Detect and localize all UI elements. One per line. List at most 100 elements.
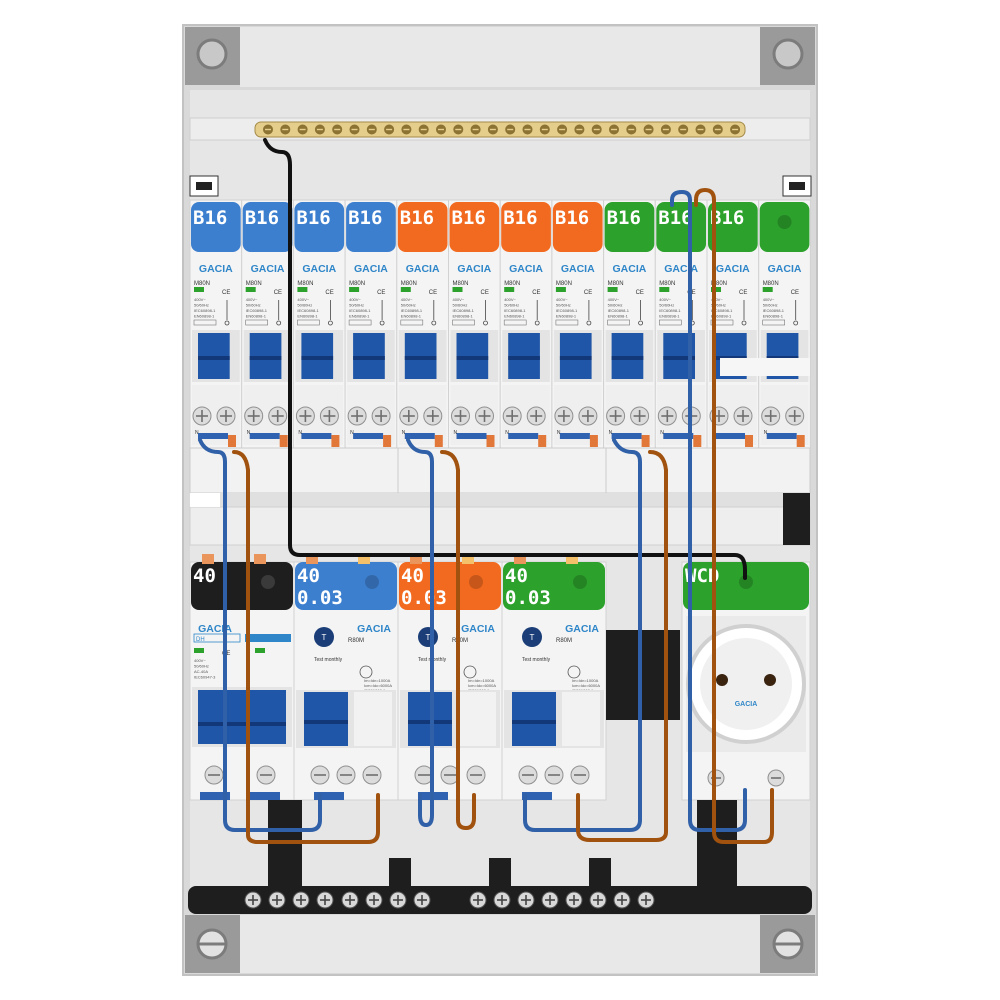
- blue-wire: [523, 438, 642, 832]
- terminal-bar-screw: [589, 891, 607, 909]
- terminal-bar-screw: [292, 891, 310, 909]
- mcb-breaker: GACIAM80NCE400V~50/60HzIEC60898-1EN60898…: [758, 199, 811, 449]
- earth-bar-screw: [314, 124, 325, 135]
- blue-wire: [406, 438, 434, 827]
- mcb-cap: [346, 202, 396, 252]
- mcb-spec-line: EN60898-1: [297, 314, 318, 319]
- mcb-spec-line: 50/60Hz: [401, 303, 416, 308]
- earth-bar-screw: [280, 124, 291, 135]
- earth-bar-screw: [643, 124, 654, 135]
- socket-pin-hole: [764, 674, 776, 686]
- terminal-bar-screw: [565, 891, 583, 909]
- mcb-spec-line: 400V~: [453, 297, 465, 302]
- rcd-cap: [503, 562, 605, 610]
- mcb-model: M80N: [711, 281, 727, 287]
- mcb-spec-line: 400V~: [711, 297, 723, 302]
- rcd-sensitivity: 0.03: [505, 587, 551, 609]
- earth-bar-screw: [712, 124, 723, 135]
- earth-bar-screw: [297, 124, 308, 135]
- rcd-spec-line: Im=Idn=1000A: [364, 678, 391, 683]
- earth-bar-screw: [332, 124, 343, 135]
- rcd-test-button[interactable]: [522, 627, 542, 647]
- brown-wire: [712, 438, 774, 844]
- rcd-test-button[interactable]: [314, 627, 334, 647]
- mcb-model: M80N: [608, 281, 624, 287]
- mcb-breaker: B16GACIAM80NCE400V~50/60HzIEC60898-1EN60…: [499, 199, 553, 449]
- mcb-breaker: B16GACIAM80NCE400V~50/60HzIEC60898-1EN60…: [344, 199, 398, 449]
- mcb-rating-label: B16: [658, 207, 692, 229]
- mcb-spec-line: IEC60898-1: [297, 308, 319, 313]
- brand-logo: GACIA: [509, 263, 543, 275]
- mcb-model: M80N: [453, 281, 469, 287]
- mcb-spec-line: 400V~: [349, 297, 361, 302]
- mcb-breaker: B16GACIAM80NCE400V~50/60HzIEC60898-1EN60…: [603, 199, 656, 449]
- mcb-cap: [604, 202, 655, 252]
- mcb-rating-label: B16: [555, 207, 589, 229]
- ce-mark: CE: [325, 290, 333, 296]
- terminal-bar-screw: [493, 891, 511, 909]
- earth-bar-screw: [453, 124, 464, 135]
- mcb-spec-line: EN60898-1: [246, 314, 267, 319]
- rail-tab-left: [189, 175, 219, 197]
- terminal-label: N: [402, 430, 406, 436]
- test-button-glyph: T: [426, 633, 431, 642]
- earth-bar-screw: [730, 124, 741, 135]
- rail-tab-right: [782, 175, 812, 197]
- socket-label: WCD: [685, 565, 719, 587]
- main-switch-spec-line: IEC60947-3: [194, 675, 216, 680]
- ce-mark: CE: [791, 290, 799, 296]
- main-switch-toggle[interactable]: [198, 690, 286, 744]
- rcd-toggle[interactable]: [512, 692, 556, 746]
- main-switch-spec-line: 400V~: [194, 658, 206, 663]
- neutral-terminal-bar: [188, 800, 812, 914]
- mcb-spec-line: 400V~: [297, 297, 309, 302]
- ce-mark: CE: [532, 290, 540, 296]
- mcb-spec-line: EN60898-1: [763, 314, 784, 319]
- mcb-spec-line: IEC60898-1: [194, 308, 216, 313]
- rcd-cap: [295, 562, 397, 610]
- mcb-model: M80N: [556, 281, 572, 287]
- mcb-spec-line: 50/60Hz: [297, 303, 312, 308]
- mcb-cap: [552, 202, 603, 252]
- earth-bar-screw: [626, 124, 637, 135]
- rcd-toggle[interactable]: [304, 692, 348, 746]
- rcd-rating: 40: [505, 565, 528, 587]
- earth-bar-screw: [660, 124, 671, 135]
- mcb-rating-label: B16: [503, 207, 537, 229]
- mcb-breaker: B16GACIAM80NCE400V~50/60HzIEC60898-1EN60…: [396, 199, 449, 449]
- rcd-spec-line: Icm=Idc=6000A: [572, 683, 600, 688]
- mcb-rating-label: B16: [245, 207, 279, 229]
- terminal-bar-screw: [389, 891, 407, 909]
- brand-logo: GACIA: [565, 623, 599, 635]
- rcd-spec-line: Icm=Idc=6000A: [364, 683, 392, 688]
- rcd-test-text: Test monthly: [522, 657, 551, 663]
- brand-logo: GACIA: [561, 263, 595, 275]
- brand-logo: GACIA: [716, 263, 750, 275]
- corner-screw-top-right: [760, 27, 815, 85]
- terminal-label: N: [505, 430, 509, 436]
- rcd-spec-line: Im=Idn=1000A: [572, 678, 599, 683]
- earth-bar-screw: [609, 124, 619, 135]
- enclosure-bottom-band: [240, 915, 760, 973]
- mcb-spec-line: IEC60898-1: [556, 308, 578, 313]
- brand-logo: GACIA: [406, 263, 440, 275]
- terminal-label: N: [350, 430, 354, 436]
- rcd-model: R80M: [348, 638, 364, 644]
- rcd-sensitivity: 0.03: [401, 587, 447, 609]
- mcb-spec-line: 400V~: [659, 297, 671, 302]
- mcb-spec-line: 400V~: [504, 297, 516, 302]
- brand-logo: GACIA: [354, 263, 388, 275]
- mcb-spec-line: 50/60Hz: [349, 303, 364, 308]
- earth-bar-screw: [591, 124, 602, 135]
- terminal-label: N: [764, 430, 768, 436]
- mcb-spec-line: EN60898-1: [608, 314, 629, 319]
- earth-bar-screw: [557, 124, 568, 135]
- earth-bar-screw: [695, 124, 706, 135]
- brand-logo: GACIA: [251, 263, 285, 275]
- brand-logo: GACIA: [664, 263, 698, 275]
